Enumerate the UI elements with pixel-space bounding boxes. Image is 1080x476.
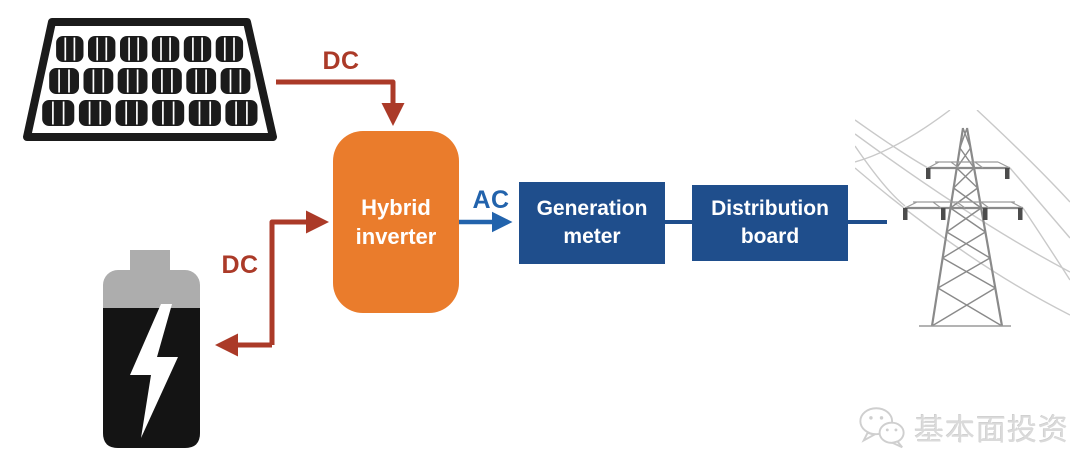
dc-line-battery-to-inverter xyxy=(269,210,330,345)
dc-label-battery: DC xyxy=(221,251,259,279)
battery-icon xyxy=(103,250,200,448)
node-generation-meter: Generation meter xyxy=(519,182,665,264)
watermark-text: 基本面投资 xyxy=(914,414,1069,447)
node-distribution-board: Distribution board xyxy=(692,185,848,261)
hybrid-inverter-label: Hybrid inverter xyxy=(355,194,437,249)
node-hybrid-inverter: Hybrid inverter xyxy=(333,131,459,313)
transmission-tower-icon xyxy=(855,110,1070,327)
dc-label-solar: DC xyxy=(322,47,360,75)
ac-label: AC xyxy=(472,186,510,214)
wechat-icon xyxy=(859,407,905,449)
solar-panel-icon xyxy=(23,18,277,141)
dc-line-solar-to-inverter xyxy=(276,79,405,127)
watermark: 基本面投资 xyxy=(857,401,1072,453)
generation-meter-label: Generation meter xyxy=(536,196,648,248)
distribution-board-label: Distribution board xyxy=(711,196,829,248)
